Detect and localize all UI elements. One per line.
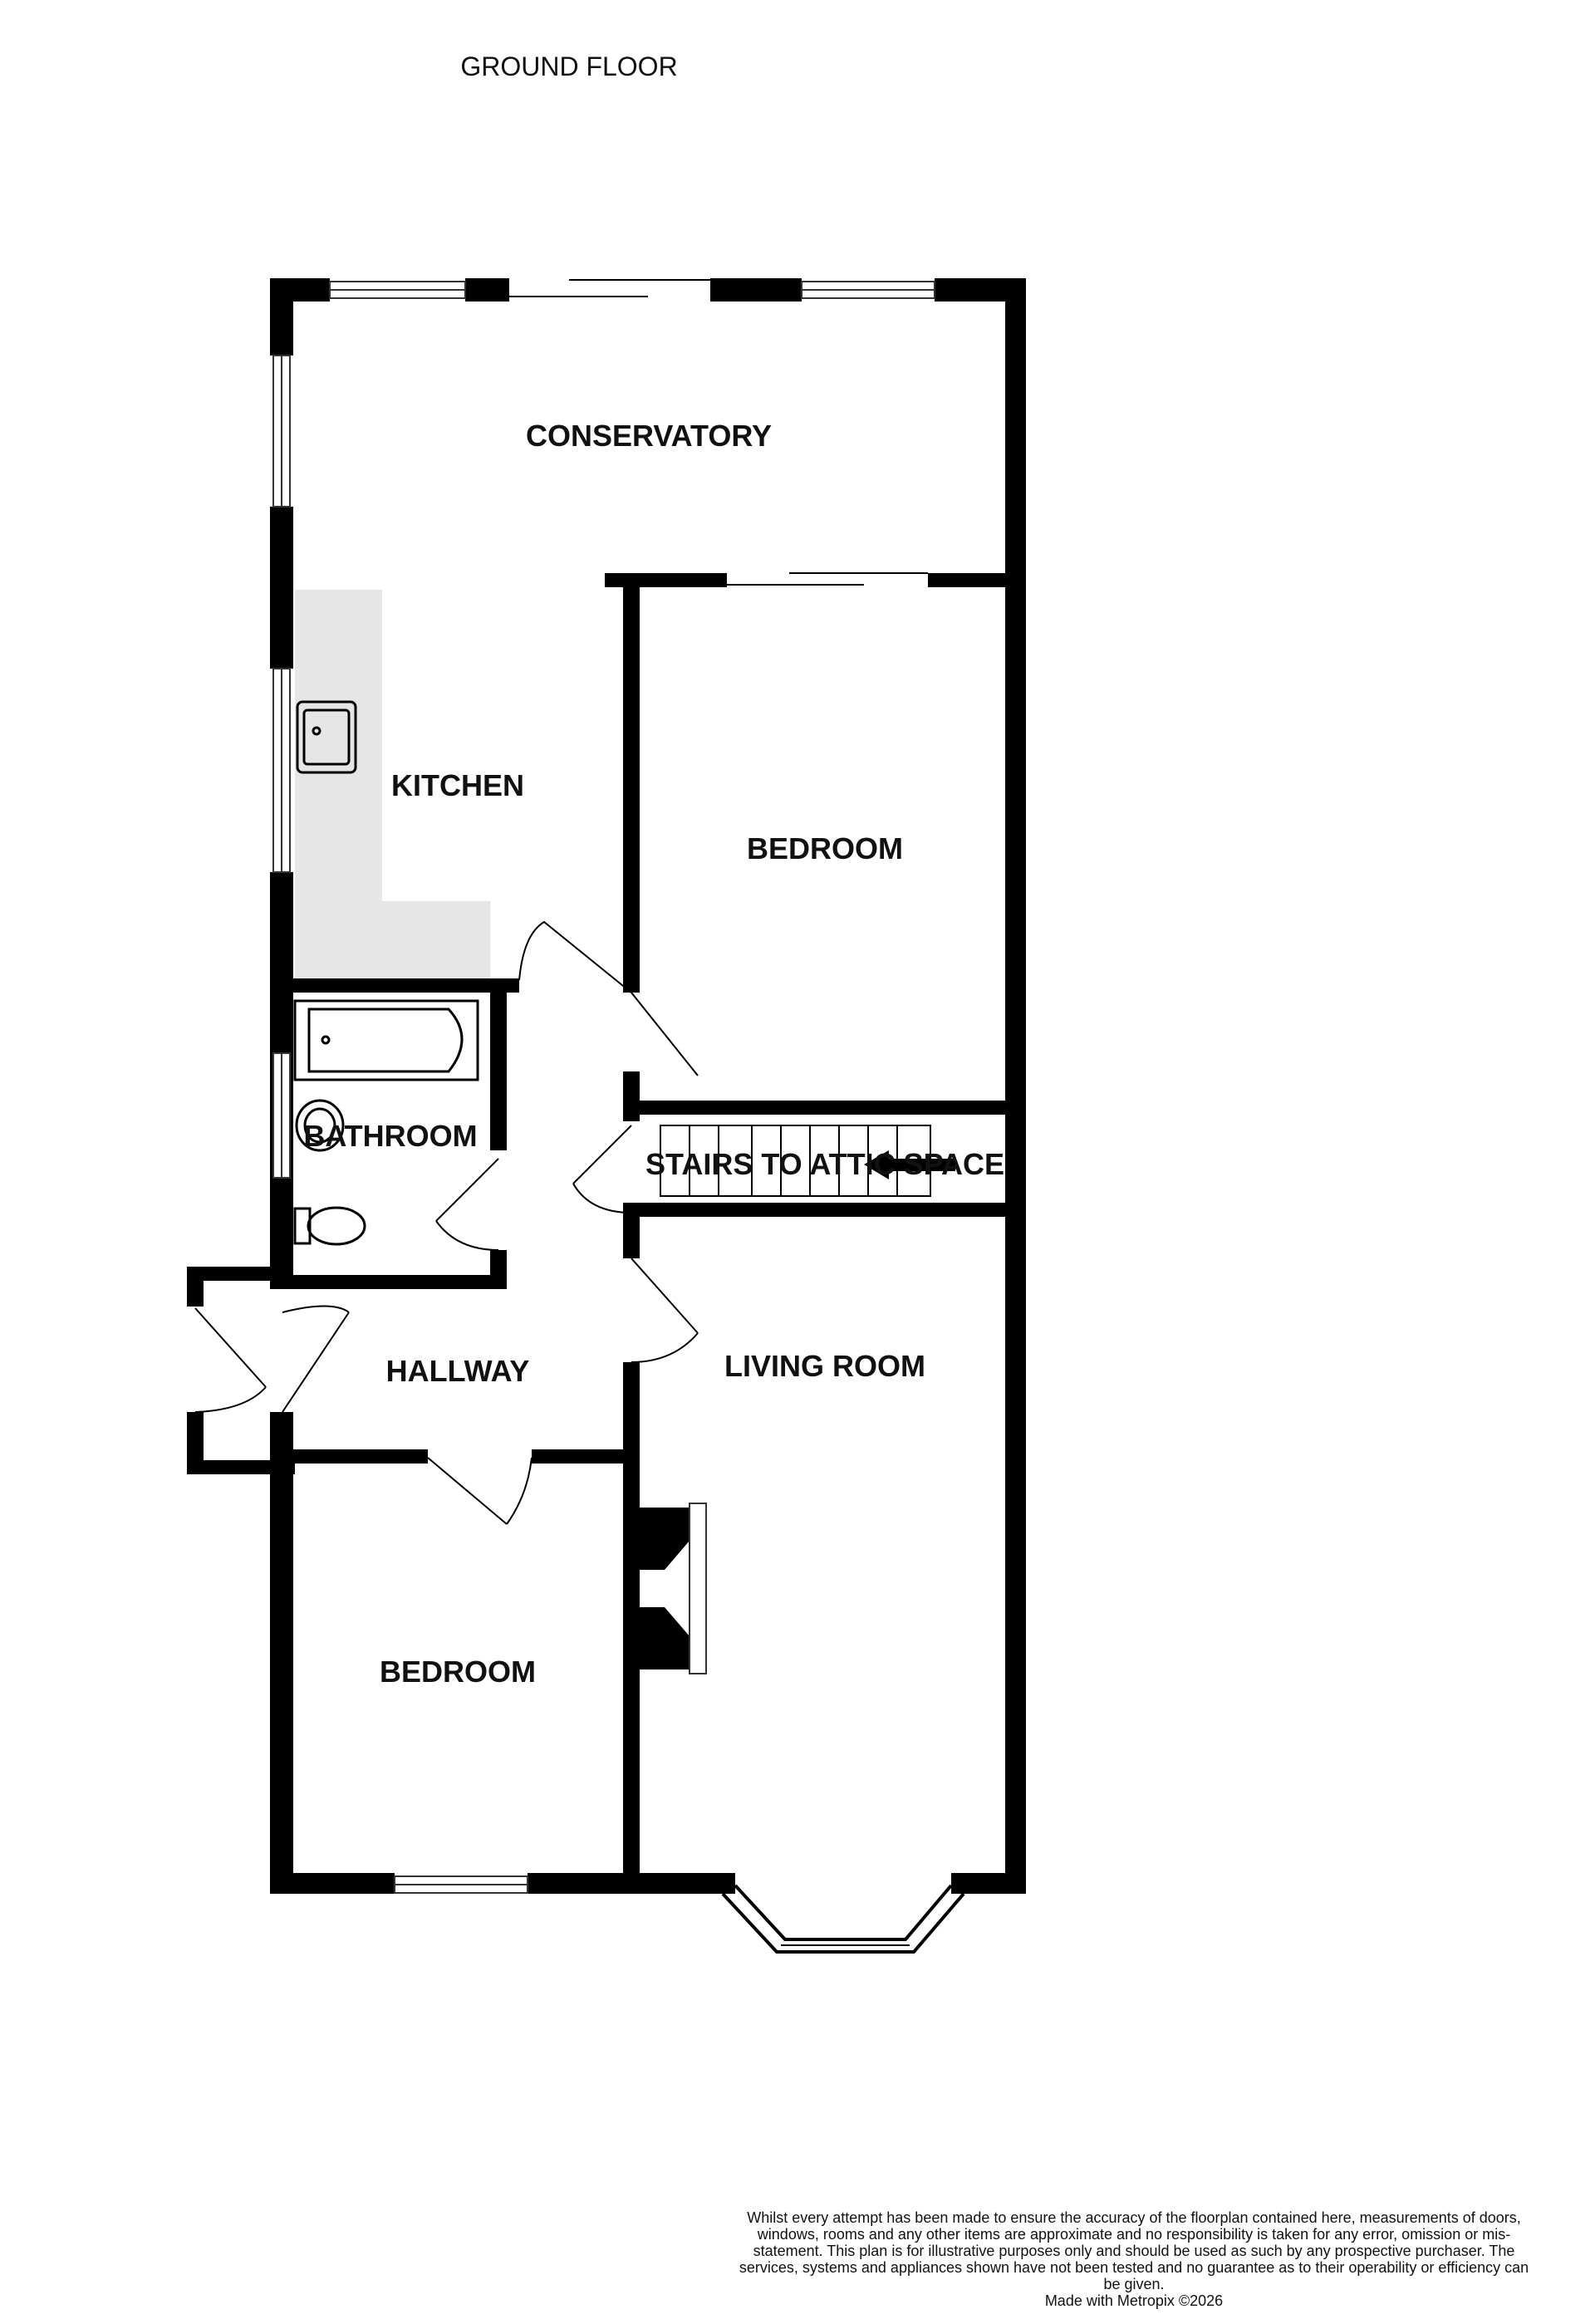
kitchen-label: KITCHEN bbox=[391, 768, 524, 802]
doors bbox=[194, 920, 699, 1525]
hallway-label: HALLWAY bbox=[386, 1354, 530, 1388]
kitchen-counter bbox=[295, 590, 490, 978]
living-room-label: LIVING ROOM bbox=[724, 1349, 925, 1383]
washbasin-icon bbox=[295, 1099, 345, 1152]
toilet-icon bbox=[293, 1206, 366, 1246]
stairs-label: STAIRS TO ATTIC SPACE bbox=[645, 1147, 1004, 1181]
sliding-doors bbox=[509, 279, 928, 586]
bath-icon bbox=[293, 999, 479, 1081]
conservatory-label: CONSERVATORY bbox=[526, 419, 772, 453]
bay-window bbox=[721, 1884, 965, 1954]
bathroom-label: BATHROOM bbox=[303, 1119, 477, 1153]
walls bbox=[187, 278, 1026, 1894]
sink-icon bbox=[296, 700, 357, 774]
stairs bbox=[660, 1125, 931, 1197]
disclaimer: Whilst every attempt has been made to en… bbox=[731, 2209, 1537, 2309]
floor-title: GROUND FLOOR bbox=[460, 51, 678, 81]
windows bbox=[272, 281, 935, 1894]
disclaimer-text: Whilst every attempt has been made to en… bbox=[739, 2209, 1529, 2292]
credit-text: Made with Metropix ©2026 bbox=[1044, 2292, 1224, 2309]
stairs-arrow-icon bbox=[864, 1150, 955, 1179]
bedroom-upper-label: BEDROOM bbox=[747, 831, 903, 865]
bedroom-lower-label: BEDROOM bbox=[380, 1655, 536, 1689]
